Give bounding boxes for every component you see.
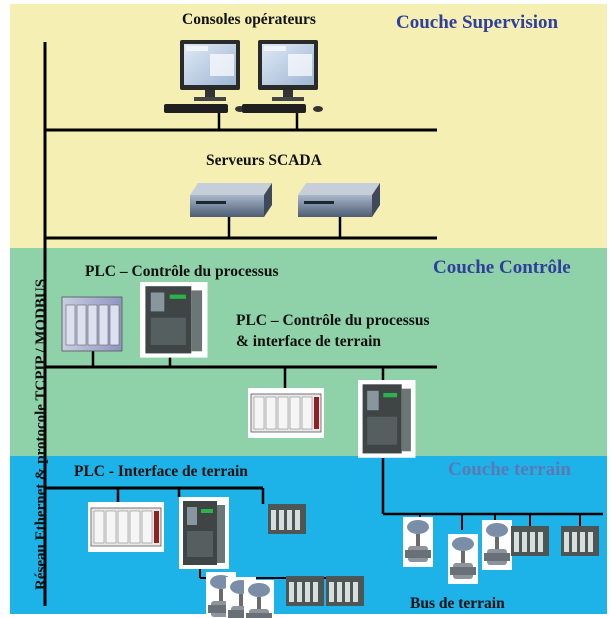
field-layer-title: Couche terrain [448,459,571,480]
io-module-icon [286,576,324,606]
plc-field-interface-label: PLC - Interface de terrain [74,463,248,480]
plc-control-label: PLC – Contrôle du processus [85,263,279,280]
io-module-icon [268,504,306,534]
server-icon [298,183,380,217]
scada-label: Serveurs SCADA [206,152,322,169]
plc-control-interface-label-line1: PLC – Contrôle du processus [236,312,430,329]
plc-module-icon [179,497,229,569]
control-layer-title: Couche Contrôle [433,257,571,278]
plc-module-icon [140,282,208,358]
plc-module-icon [358,380,416,458]
plc-rack-icon [87,501,165,553]
fieldbus-label: Bus de terrain [410,595,505,612]
plc-control-interface-label-line2: & interface de terrain [236,333,382,350]
server-icon [190,183,272,217]
consoles-label: Consoles opérateurs [182,11,316,28]
control-valve-icon [482,520,512,570]
plc-rack-icon [247,387,325,439]
io-module-icon [511,526,549,556]
io-module-icon [561,526,599,556]
computer-monitor-icon [164,40,245,113]
io-module-icon [326,576,364,606]
control-valve-icon [448,534,478,584]
supervision-layer-title: Couche Supervision [396,12,559,33]
network-vertical-label: Réseau Ethernet & protocole TCPIP / MODB… [33,278,49,590]
computer-monitor-icon [242,40,323,113]
control-valve-icon [244,580,274,618]
plc-rack-icon [61,296,123,352]
control-valve-icon [403,517,433,567]
